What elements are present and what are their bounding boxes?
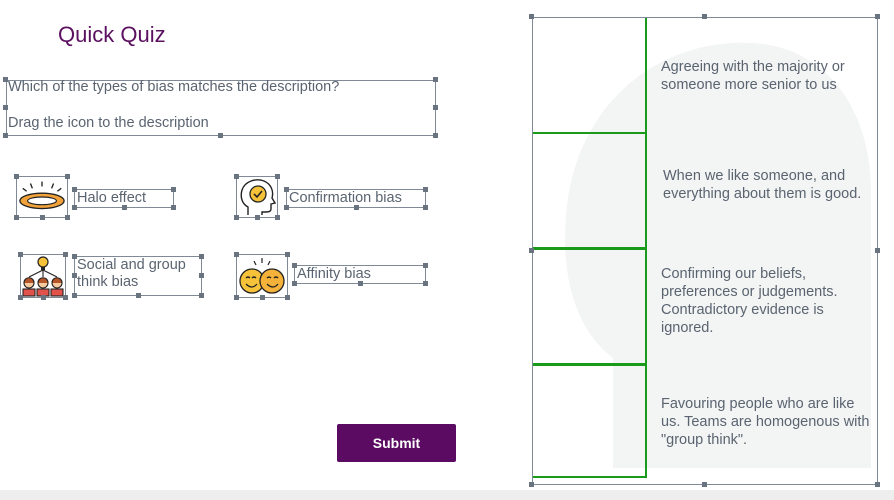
halo-icon xyxy=(19,181,65,210)
head-check-icon xyxy=(240,179,276,215)
halo-effect-drag-icon[interactable] xyxy=(16,176,68,218)
drop-panel: Agreeing with the majority or someone mo… xyxy=(532,17,878,485)
affinity-bias-drag-icon[interactable] xyxy=(236,254,288,298)
question-text: Which of the types of bias matches the d… xyxy=(8,78,434,132)
drop-zone-2[interactable] xyxy=(533,134,647,250)
bottom-bar xyxy=(0,490,894,500)
confirmation-bias-label: Confirmation bias xyxy=(289,190,402,206)
group-people-icon xyxy=(22,256,64,297)
drop-zone-1[interactable] xyxy=(533,18,647,134)
confirmation-bias-drag-icon[interactable] xyxy=(236,176,278,218)
submit-button[interactable]: Submit xyxy=(337,424,456,462)
drop-zone-3[interactable] xyxy=(533,250,647,366)
halo-effect-label: Halo effect xyxy=(77,190,147,206)
head-silhouette-background xyxy=(565,42,872,468)
social-group-think-label-box[interactable]: Social and group think bias xyxy=(74,256,202,296)
description-4: Favouring people who are like us. Teams … xyxy=(661,396,870,448)
quiz-title: Quick Quiz xyxy=(58,22,166,47)
question-line-1: Which of the types of bias matches the d… xyxy=(8,79,340,95)
description-3: Confirming our beliefs, preferences or j… xyxy=(661,266,838,336)
drop-zone-4[interactable] xyxy=(533,366,647,478)
social-group-think-label: Social and group think bias xyxy=(77,257,186,290)
question-line-2: Drag the icon to the description xyxy=(8,115,209,131)
description-2: When we like someone, and everything abo… xyxy=(663,168,862,202)
smiling-faces-icon xyxy=(239,258,285,294)
social-group-think-drag-icon[interactable] xyxy=(20,254,66,298)
affinity-bias-label: Affinity bias xyxy=(297,266,371,282)
description-1: Agreeing with the majority or someone mo… xyxy=(661,59,845,93)
